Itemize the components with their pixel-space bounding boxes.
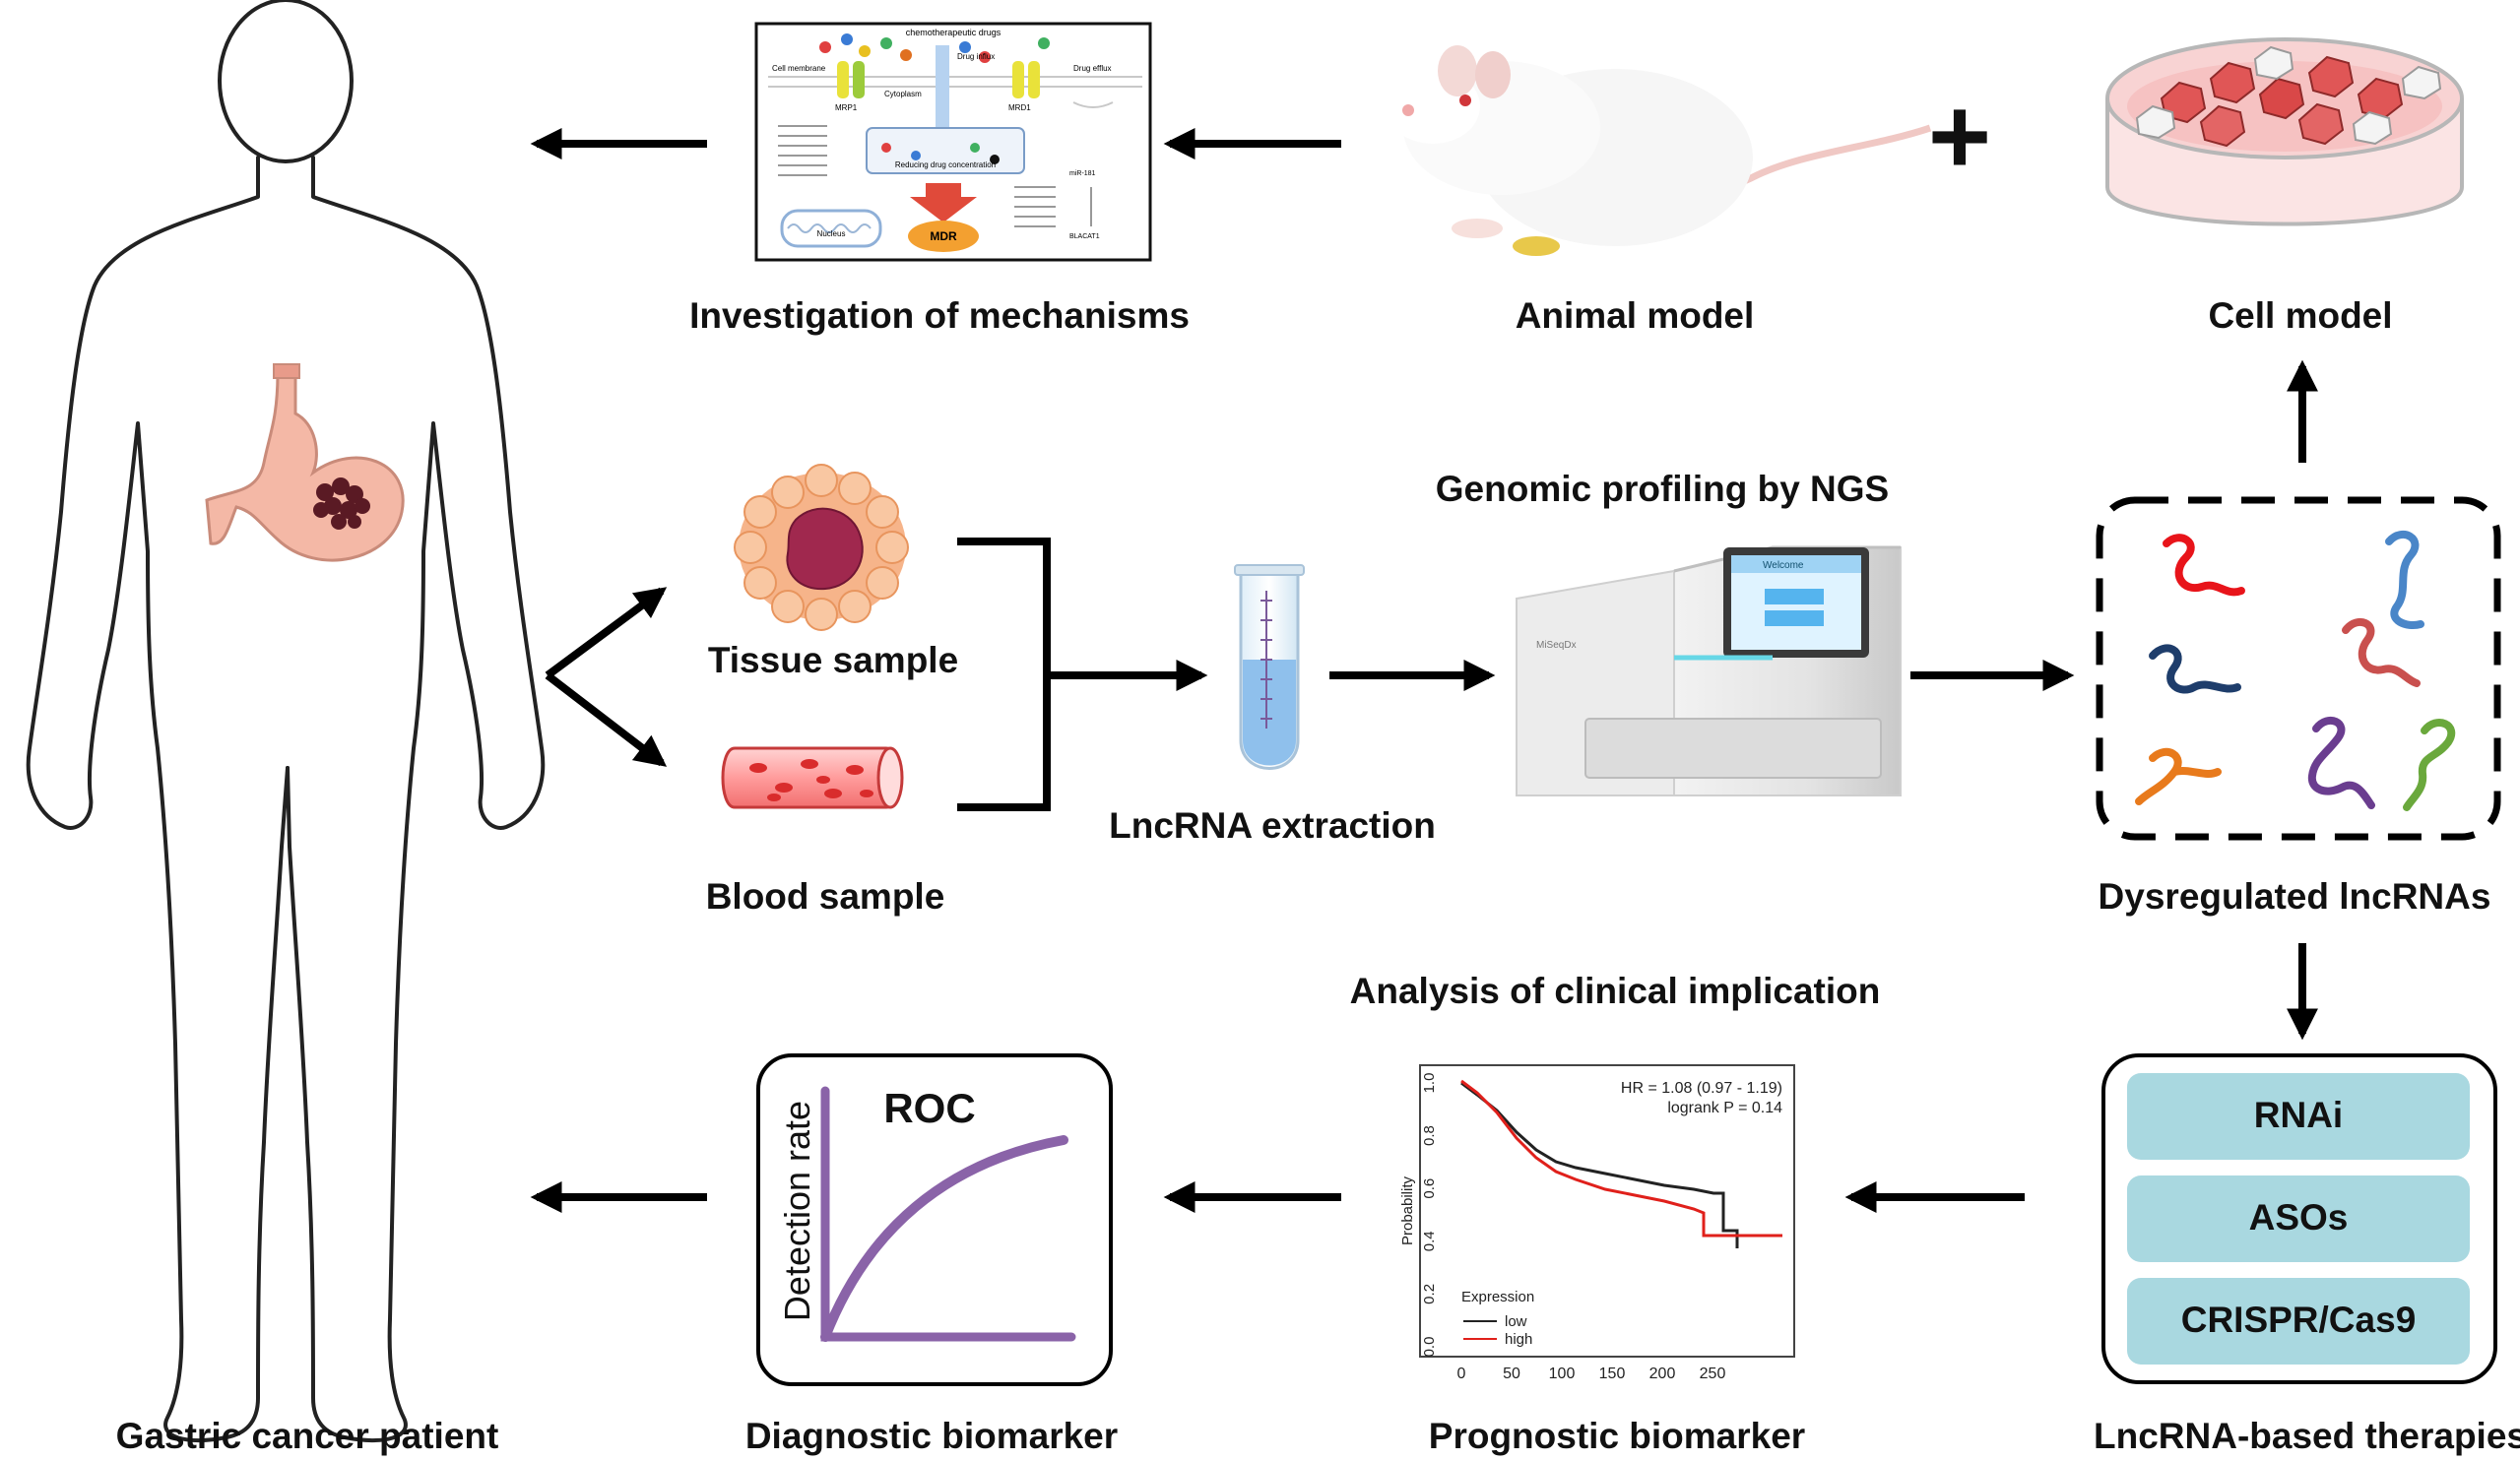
mechanism-reducing: Reducing drug concentration — [895, 160, 996, 169]
plus-sign: + — [1928, 76, 1991, 197]
label-genomic-profiling: Genomic profiling by NGS — [1435, 469, 1890, 509]
roc-ylabel: Detection rate — [777, 1101, 817, 1321]
lncrna-purple — [2307, 716, 2375, 809]
km-ytick: 0.8 — [1421, 1125, 1438, 1146]
lncrna-navy — [2149, 644, 2241, 694]
km-xtick: 50 — [1503, 1366, 1520, 1382]
roc-panel: ROC Detection rate — [756, 1053, 1113, 1386]
km-ytick: 0.2 — [1421, 1284, 1438, 1304]
lncrna-salmon — [2342, 617, 2421, 687]
ngs-sequencer-illustration: MiSeqDx Welcome — [1516, 545, 1902, 796]
mechanism-cell-membrane: Cell membrane — [772, 64, 826, 73]
label-gastric-cancer-patient: Gastric cancer patient — [115, 1416, 499, 1456]
km-ytick: 0.6 — [1421, 1178, 1438, 1199]
petri-dish-cell-model — [2105, 37, 2464, 226]
km-xtick: 200 — [1649, 1366, 1676, 1382]
roc-curve — [820, 1135, 1068, 1342]
label-dysregulated-lncrnas: Dysregulated lncRNAs — [2098, 876, 2491, 917]
test-tube-illustration — [1234, 564, 1305, 770]
km-xtick: 150 — [1599, 1366, 1626, 1382]
label-animal-model: Animal model — [1515, 295, 1755, 336]
label-cell-model: Cell model — [2208, 295, 2393, 336]
km-xtick: 250 — [1700, 1366, 1726, 1382]
km-ytick: 0.0 — [1421, 1337, 1438, 1358]
label-investigation: Investigation of mechanisms — [689, 295, 1190, 336]
km-plot: 0.0 0.2 0.4 0.6 0.8 1.0 0 50 100 150 200 250 HR = … — [1399, 1064, 1795, 1382]
km-y-ticks: 0.0 0.2 0.4 0.6 0.8 1.0 — [1421, 1073, 1438, 1358]
km-xtick: 0 — [1457, 1366, 1466, 1382]
km-hr: HR = 1.08 (0.97 - 1.19) — [1621, 1080, 1782, 1097]
blood-vessel-illustration — [721, 746, 904, 809]
km-curve-low — [1460, 1081, 1739, 1248]
label-prognostic-biomarker: Prognostic biomarker — [1428, 1416, 1806, 1456]
label-lncrna-extraction: LncRNA extraction — [1109, 805, 1436, 846]
dysregulated-lncrnas-panel — [2096, 496, 2501, 841]
mechanism-drug-efflux: Drug efflux — [1073, 64, 1112, 73]
lncrna-red — [2163, 534, 2245, 597]
lncrna-lightblue — [2385, 530, 2424, 629]
therapy-rnai: RNAi — [2253, 1095, 2344, 1135]
label-tissue-sample: Tissue sample — [707, 640, 959, 680]
label-lncrna-therapies: LncRNA-based therapies — [2094, 1416, 2520, 1456]
km-ytick: 0.4 — [1421, 1231, 1438, 1251]
mechanism-cytoplasm: Cytoplasm — [884, 90, 922, 98]
ngs-brand: MiSeqDx — [1536, 640, 1577, 651]
km-curve-high — [1460, 1079, 1782, 1238]
km-ylabel: Probability — [1399, 1175, 1416, 1245]
mechanism-mir: miR-181 — [1069, 170, 1096, 177]
km-logrank: logrank P = 0.14 — [1667, 1100, 1782, 1116]
flow-arrows — [530, 128, 2318, 1213]
rat-illustration — [1386, 45, 1932, 256]
mechanism-nucleus: Nucleus — [817, 229, 846, 238]
lncrna-orange — [2135, 748, 2222, 805]
mechanism-mrp1: MRP1 — [835, 103, 858, 112]
mechanism-mrd1: MRD1 — [1008, 103, 1031, 112]
mechanism-mdr: MDR — [930, 229, 957, 243]
mechanism-drug-influx: Drug influx — [957, 52, 995, 61]
mechanism-title: chemotherapeutic drugs — [906, 28, 1002, 37]
km-x-ticks: 0 50 100 150 200 250 — [1457, 1366, 1726, 1382]
km-ytick: 1.0 — [1421, 1073, 1438, 1094]
tissue-sample-illustration — [734, 464, 909, 631]
label-diagnostic-biomarker: Diagnostic biomarker — [744, 1416, 1119, 1456]
human-body-outline — [26, 0, 546, 1442]
label-clinical-implication: Analysis of clinical implication — [1349, 971, 1881, 1011]
therapy-asos: ASOs — [2248, 1197, 2349, 1238]
lncrna-green — [2403, 719, 2456, 811]
roc-title: ROC — [883, 1085, 975, 1131]
km-xtick: 100 — [1549, 1366, 1576, 1382]
label-blood-sample: Blood sample — [705, 876, 945, 917]
therapies-panel — [2101, 1053, 2497, 1384]
merge-bracket — [957, 538, 1051, 811]
stomach-illustration — [205, 363, 405, 562]
km-legend-high: high — [1505, 1331, 1532, 1348]
therapy-crispr: CRISPR/Cas9 — [2180, 1300, 2417, 1340]
km-legend-low: low — [1505, 1313, 1527, 1330]
ngs-screen-text: Welcome — [1763, 560, 1804, 571]
km-legend-title: Expression — [1461, 1289, 1534, 1305]
mechanism-blacat: BLACAT1 — [1069, 233, 1100, 240]
mechanism-schematic: chemotherapeutic drugs Cell membrane Dru… — [754, 22, 1152, 262]
